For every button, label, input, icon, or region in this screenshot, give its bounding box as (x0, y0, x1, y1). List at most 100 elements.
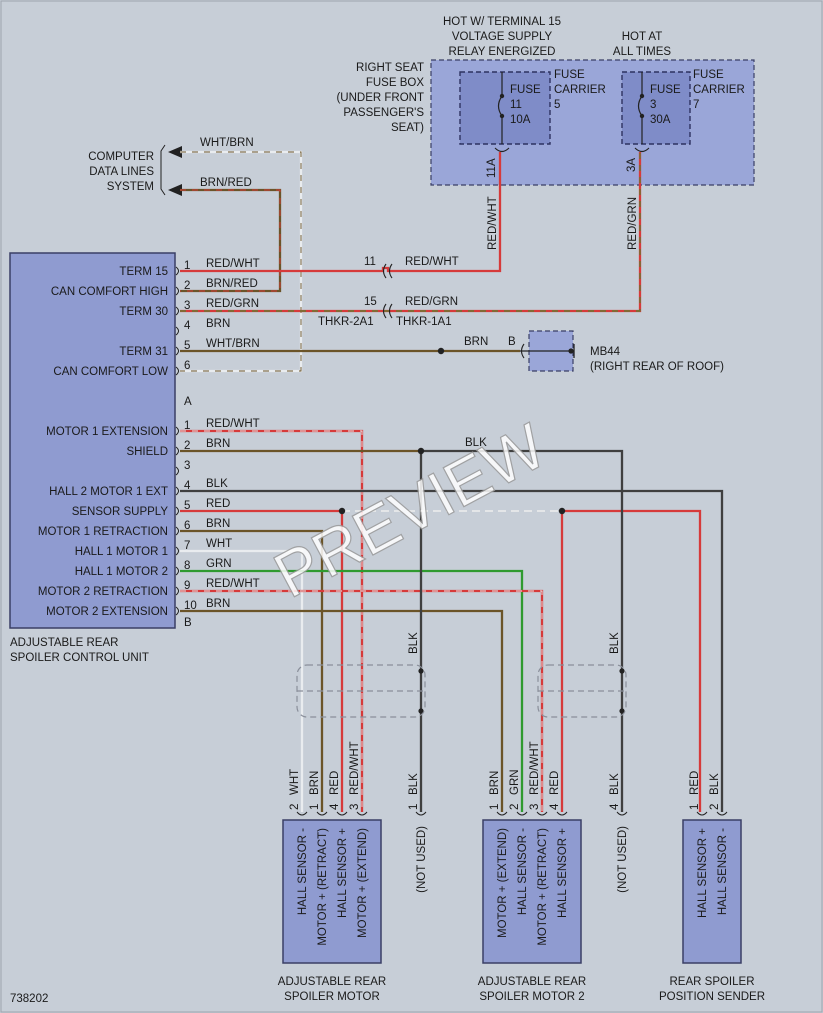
terminal-pin-symbol (175, 326, 179, 336)
component-pin-label: MOTOR + (EXTEND) (497, 828, 509, 938)
svg-text:(UNDER FRONT: (UNDER FRONT (336, 92, 424, 104)
fuse-11 (459, 71, 551, 145)
inline-pin-15: 15 (364, 296, 377, 308)
terminal-wire-color: BRN (206, 318, 230, 330)
component-pin-symbol (556, 811, 568, 816)
svg-text:3: 3 (650, 99, 656, 111)
svg-text:FUSE: FUSE (650, 84, 681, 96)
terminal-pin-symbol (175, 366, 179, 376)
wire-b7-wht (180, 549, 304, 812)
wire-b4-blk (180, 489, 724, 812)
unused-pin: 4 (609, 803, 621, 810)
terminal-wire-color: RED/WHT (206, 258, 260, 270)
svg-text:(RIGHT REAR OF ROOF): (RIGHT REAR OF ROOF) (590, 361, 724, 373)
terminal-label: HALL 2 MOTOR 1 EXT (49, 486, 168, 498)
connector-thkr-1a1: THKR-1A1 (396, 316, 452, 328)
component-pin: 3 (349, 804, 361, 810)
terminal-pin: 6 (184, 360, 190, 372)
svg-text:30A: 30A (650, 114, 671, 126)
terminal-label: TERM 30 (119, 306, 168, 318)
component-pin-label: MOTOR + (EXTEND) (357, 828, 369, 938)
fuse-3-text: FUSE 3 30A (650, 84, 681, 126)
terminal-pin-symbol (175, 606, 179, 616)
component-wire-color: RED/WHT (349, 741, 361, 795)
component-wire-color: RED (689, 771, 701, 795)
shielded-cable-2 (537, 664, 627, 718)
terminal-pin: 7 (184, 540, 190, 552)
component-wire-color: RED (329, 771, 341, 795)
sender-name: REAR SPOILER POSITION SENDER (659, 976, 765, 1003)
hot-terminal15-label: HOT W/ TERMINAL 15 VOLTAGE SUPPLY RELAY … (443, 16, 561, 58)
svg-text:HOT W/ TERMINAL 15: HOT W/ TERMINAL 15 (443, 16, 561, 28)
terminal-pin-symbol (175, 506, 179, 516)
terminal-label: CAN COMFORT HIGH (51, 286, 168, 298)
terminal-wire-color: RED/WHT (206, 578, 260, 590)
svg-text:CARRIER: CARRIER (554, 84, 606, 96)
component-pin-label: HALL SENSOR - (717, 828, 729, 915)
svg-text:ALL TIMES: ALL TIMES (613, 46, 671, 58)
component-pin-symbol (356, 811, 368, 816)
ground-pin-b: B (508, 336, 516, 348)
svg-text:COMPUTER: COMPUTER (88, 151, 154, 163)
svg-text:VOLTAGE SUPPLY: VOLTAGE SUPPLY (452, 31, 553, 43)
motor-2-name: ADJUSTABLE REAR SPOILER MOTOR 2 (478, 976, 586, 1003)
terminal-label: CAN COMFORT LOW (53, 366, 168, 378)
shielded-cable-1 (296, 664, 426, 718)
terminal-pin-symbol (175, 546, 179, 556)
svg-text:FUSE BOX: FUSE BOX (366, 77, 424, 89)
connector-b-letter: B (184, 617, 192, 629)
terminal-wire-color: BRN/RED (206, 278, 258, 290)
unused-wire-color: BLK (408, 773, 420, 795)
component-wire-color: BRN (489, 771, 501, 795)
terminal-pin: 1 (184, 420, 190, 432)
component-pin: 1 (489, 804, 501, 810)
svg-text:DATA LINES: DATA LINES (89, 166, 154, 178)
not-used-label: (NOT USED) (416, 826, 428, 893)
vertical-wire-red-grn: RED/GRN (627, 197, 639, 250)
terminal-pin-symbol (175, 486, 179, 496)
terminal-pin: 8 (184, 560, 190, 572)
terminal-wire-color: BRN (206, 518, 230, 530)
svg-text:ADJUSTABLE REAR: ADJUSTABLE REAR (278, 976, 386, 988)
svg-text:SPOILER MOTOR 2: SPOILER MOTOR 2 (479, 991, 584, 1003)
component-wire-color: RED (549, 771, 561, 795)
svg-text:5: 5 (554, 99, 560, 111)
terminal-pin: 2 (184, 280, 190, 292)
terminal-pin-symbol (175, 526, 179, 536)
terminal-pin: 3 (184, 300, 190, 312)
component-pin-label: HALL SENSOR - (297, 828, 309, 915)
data-line-1-color: WHT/BRN (200, 137, 254, 149)
computer-data-lines-label: COMPUTER DATA LINES SYSTEM (88, 151, 154, 193)
svg-text:SPOILER CONTROL UNIT: SPOILER CONTROL UNIT (10, 652, 149, 664)
ground-wire-brn: BRN (464, 336, 488, 348)
component-wire-color: GRN (509, 769, 521, 795)
component-pin-symbol (536, 811, 548, 816)
component-pin-symbol (516, 811, 528, 816)
wire-b6-brn (180, 529, 324, 812)
terminal-wire-color: RED/GRN (206, 298, 259, 310)
terminal-pin: 4 (184, 320, 191, 332)
terminal-label: MOTOR 2 RETRACTION (38, 586, 168, 598)
wire-b10-brn (180, 609, 504, 812)
wire-blk-shield-bus (420, 449, 624, 812)
data-line-2-color: BRN/RED (200, 177, 252, 189)
component-pin-symbol (336, 811, 348, 816)
connector-a-letter: A (184, 396, 192, 408)
component-wire-color: RED/WHT (529, 741, 541, 795)
component-wire-color: BRN (309, 771, 321, 795)
component-pin-label: HALL SENSOR + (557, 828, 569, 918)
terminal-pin: 3 (184, 460, 190, 472)
unused-pin: 1 (408, 804, 420, 810)
terminal-pin: 5 (184, 340, 190, 352)
svg-text:ADJUSTABLE REAR: ADJUSTABLE REAR (478, 976, 586, 988)
component-pin-symbol (296, 811, 308, 816)
component-pin-label: HALL SENSOR - (517, 828, 529, 915)
svg-text:HOT AT: HOT AT (622, 31, 662, 43)
terminal-pin-symbol (175, 286, 179, 296)
data-lines-bracket (160, 144, 166, 196)
splice-dots (338, 347, 625, 714)
position-sender (682, 819, 742, 964)
component-pin: 4 (549, 803, 561, 810)
